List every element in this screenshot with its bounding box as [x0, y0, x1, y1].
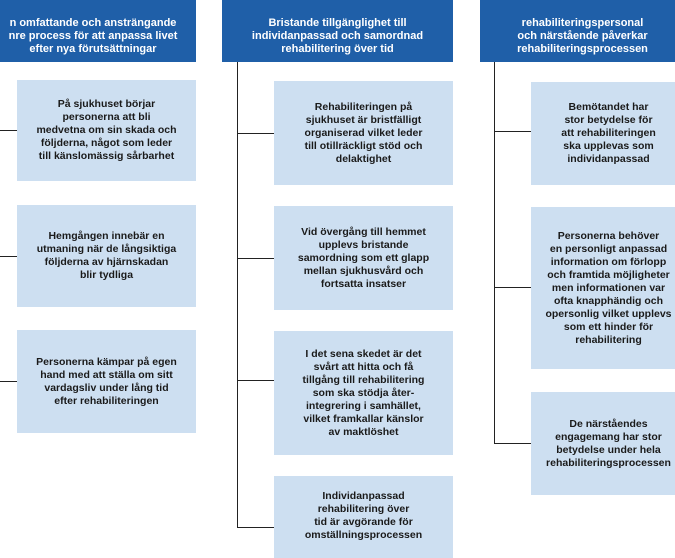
connector — [0, 381, 17, 382]
connector — [494, 287, 531, 288]
header-line: Bristande tillgänglighet till — [268, 17, 407, 29]
column-2-header: Bristande tillgänglighet till individanp… — [222, 0, 453, 62]
header-line: n omfattande och ansträngande — [9, 17, 177, 29]
column-3-box-1: Bemötandet har stor betydelse för att re… — [531, 82, 675, 185]
column-1-box-1: På sjukhuset börjar personerna att bli m… — [17, 80, 196, 181]
connector — [237, 133, 274, 134]
connector — [237, 258, 274, 259]
column-3-box-3: De närståendes engagemang har stor betyd… — [531, 392, 675, 495]
connector — [0, 256, 17, 257]
column-1-box-2: Hemgången innebär en utmaning när de lån… — [17, 205, 196, 307]
column-2-box-2: Vid övergång till hemmet upplevs bristan… — [274, 206, 453, 310]
header-line: nre process för att anpassa livet — [8, 30, 178, 42]
header-line: och närstående påverkar — [517, 30, 648, 42]
column-2-box-3: I det sena skedet är det svårt att hitta… — [274, 331, 453, 455]
connector — [237, 380, 274, 381]
header-line: efter nya förutsättningar — [29, 43, 157, 55]
column-1-header: n omfattande och ansträngande nre proces… — [0, 0, 196, 62]
column-3-box-2: Personerna behöver en personligt anpassa… — [531, 207, 675, 369]
column-2-tree-line — [237, 62, 238, 528]
header-line: rehabiliteringsprocessen — [517, 43, 648, 55]
header-line: rehabilitering över tid — [281, 43, 394, 55]
connector — [494, 131, 531, 132]
header-line: individanpassad och samordnad — [251, 30, 424, 42]
column-2-box-4: Individanpassad rehabilitering över tid … — [274, 476, 453, 558]
header-line: rehabiliteringspersonal — [521, 17, 644, 29]
column-1-box-3: Personerna kämpar på egen hand med att s… — [17, 330, 196, 433]
connector — [0, 130, 17, 131]
column-3-tree-line — [494, 62, 495, 444]
column-3-header: rehabiliteringspersonal och närstående p… — [480, 0, 675, 62]
column-2-box-1: Rehabiliteringen på sjukhuset är bristfä… — [274, 81, 453, 185]
connector — [237, 527, 274, 528]
connector — [494, 443, 531, 444]
